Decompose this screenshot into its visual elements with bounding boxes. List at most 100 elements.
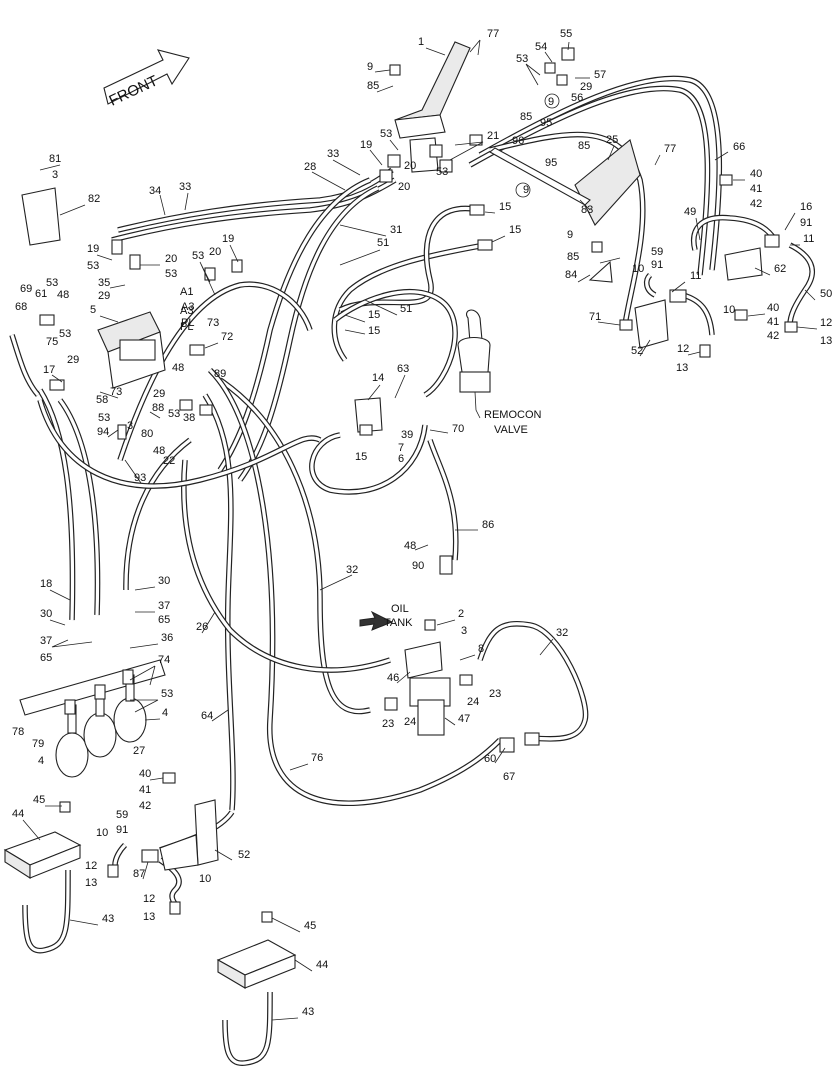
callout-53: 53 (168, 408, 180, 420)
callout-42: 42 (750, 198, 762, 210)
callout-PL: PL (181, 317, 194, 329)
callout-29: 29 (98, 290, 110, 302)
callout-32: 32 (346, 564, 358, 576)
callout-73: 73 (110, 386, 122, 398)
callout-47: 47 (458, 713, 470, 725)
callout-34: 34 (149, 185, 161, 197)
cover-44-right (216, 939, 297, 1066)
bracket-52-bottom (159, 799, 219, 871)
cover-44-left (3, 831, 82, 954)
callout-13: 13 (143, 911, 155, 923)
callout-19: 19 (87, 243, 99, 255)
callout-4: 4 (38, 755, 44, 767)
callout-48: 48 (404, 540, 416, 552)
callout-35: 35 (98, 277, 110, 289)
callout-10: 10 (199, 873, 211, 885)
callout-53: 53 (46, 277, 58, 289)
callout-52: 52 (238, 849, 250, 861)
callout-45: 45 (304, 920, 316, 932)
callout-41: 41 (767, 316, 779, 328)
callout-20: 20 (165, 253, 177, 265)
callout-93: 93 (134, 472, 146, 484)
callout-3: 3 (461, 625, 467, 637)
callout-12: 12 (143, 893, 155, 905)
hose-lines (9, 75, 815, 907)
callout-30: 30 (40, 608, 52, 620)
callout-57: 57 (594, 69, 606, 81)
callout-9: 9 (367, 61, 373, 73)
callout-14: 14 (372, 372, 384, 384)
bracket-82 (21, 187, 61, 246)
bracket-25 (574, 139, 641, 226)
callout-62: 62 (774, 263, 786, 275)
callout-53: 53 (161, 688, 173, 700)
callout-53: 53 (87, 260, 99, 272)
callout-19: 19 (360, 139, 372, 151)
callout-48: 48 (57, 289, 69, 301)
callout-13: 13 (85, 877, 97, 889)
callout-88: 88 (152, 402, 164, 414)
front-direction-arrow: FRONT (103, 49, 190, 110)
callout-68: 68 (15, 301, 27, 313)
callout-84: 84 (565, 269, 577, 281)
callout-33: 33 (327, 148, 339, 160)
callout-37: 37 (40, 635, 52, 647)
bracket-84 (588, 260, 613, 283)
callout-8: 8 (478, 643, 484, 655)
callout-41: 41 (139, 784, 151, 796)
callout-42: 42 (139, 800, 151, 812)
callout-7: 7 (398, 442, 404, 454)
oil-label: OIL (391, 603, 409, 615)
callout-73: 73 (207, 317, 219, 329)
callout-79: 79 (32, 738, 44, 750)
callout-18: 18 (40, 578, 52, 590)
callout-53: 53 (380, 128, 392, 140)
callout-12: 12 (677, 343, 689, 355)
circled-refs (515, 93, 560, 198)
callout-25: 25 (606, 134, 618, 146)
callout-77: 77 (664, 143, 676, 155)
callout-26: 26 (196, 621, 208, 633)
callout-87: 87 (133, 868, 145, 880)
callout-70: 70 (452, 423, 464, 435)
callout-22: 22 (163, 455, 175, 467)
callout-53: 53 (192, 250, 204, 262)
callout-24: 24 (404, 716, 416, 728)
callout-10: 10 (723, 304, 735, 316)
callout-15: 15 (509, 224, 521, 236)
callout-71: 71 (589, 311, 601, 323)
callout-24: 24 (467, 696, 479, 708)
callout-51: 51 (377, 237, 389, 249)
callout-74: 74 (158, 654, 170, 666)
callout-42: 42 (767, 330, 779, 342)
callout-23: 23 (489, 688, 501, 700)
callout-52: 52 (631, 345, 643, 357)
callout-91: 91 (116, 824, 128, 836)
callout-91: 91 (651, 259, 663, 271)
callout-33: 33 (179, 181, 191, 193)
callout-58: 58 (96, 394, 108, 406)
callout-12: 12 (820, 317, 832, 329)
callout-29: 29 (67, 354, 79, 366)
callout-81: 81 (49, 153, 61, 165)
callout-85: 85 (520, 111, 532, 123)
callout-54: 54 (535, 41, 547, 53)
tank-label: TANK (384, 617, 413, 629)
callout-45: 45 (33, 794, 45, 806)
callout-83: 83 (581, 204, 593, 216)
callout-19: 19 (222, 233, 234, 245)
callout-20: 20 (404, 160, 416, 172)
callout-36: 36 (161, 632, 173, 644)
callout-43: 43 (102, 913, 114, 925)
callout-28: 28 (304, 161, 316, 173)
callout-44: 44 (316, 959, 328, 971)
callout-55: 55 (560, 28, 572, 40)
callout-29: 29 (153, 388, 165, 400)
callout-76: 76 (311, 752, 323, 764)
callout-40: 40 (750, 168, 762, 180)
callout-38: 38 (183, 412, 195, 424)
callout-6: 6 (398, 453, 404, 465)
callout-53: 53 (59, 328, 71, 340)
callout-27: 27 (133, 745, 145, 757)
